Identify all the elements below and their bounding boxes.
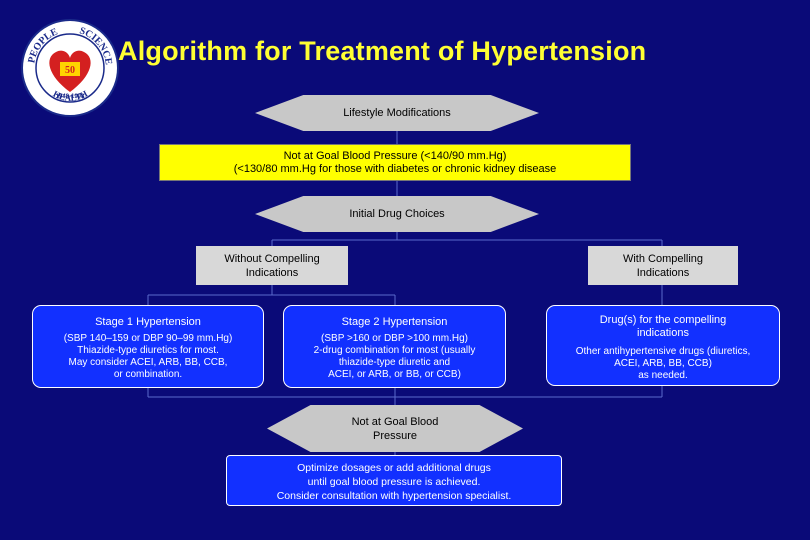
not-at-goal-blood-pressure-label: Not at Goal Blood Pressure — [351, 415, 439, 442]
not-at-goal-box: Not at Goal Blood Pressure (<140/90 mm.H… — [159, 144, 631, 181]
compelling-line: as needed. — [638, 370, 688, 381]
not-at-goal-line1: Not at Goal Blood Pressure (<140/90 mm.H… — [283, 149, 507, 162]
logo-inner-text: 50 — [65, 65, 75, 76]
with-compelling-label: With Compelling Indications — [622, 252, 704, 279]
without-compelling-box: Without Compelling Indications — [196, 246, 348, 285]
stage2-line: (SBP >160 or DBP >100 mm.Hg) — [321, 333, 468, 344]
optimize-line: Optimize dosages or add additional drugs — [297, 462, 491, 474]
logo-bottom-text: HEALTH — [51, 88, 89, 103]
stage1-line: Thiazide-type diuretics for most. — [77, 345, 219, 356]
initial-drug-choices-box: Initial Drug Choices — [255, 196, 539, 232]
compelling-title-line1: Drug(s) for the compelling — [599, 314, 727, 326]
heart-icon — [49, 50, 91, 92]
compelling-line: ACEI, ARB, BB, CCB) — [614, 358, 712, 369]
optimize-line: Consider consultation with hypertension … — [276, 490, 512, 502]
logo-years: 1948-1998 — [56, 94, 85, 100]
stage1-title: Stage 1 Hypertension — [95, 316, 201, 328]
stage1-line: or combination. — [113, 369, 183, 380]
lifestyle-modifications-box: Lifestyle Modifications — [255, 95, 539, 131]
not-at-goal-line2: (<130/80 mm.Hg for those with diabetes o… — [233, 162, 557, 175]
stage2-box: Stage 2 Hypertension (SBP >160 or DBP >1… — [283, 305, 506, 388]
stage2-line: 2-drug combination for most (usually — [313, 345, 476, 356]
lifestyle-modifications-label: Lifestyle Modifications — [343, 106, 451, 119]
optimize-box: Optimize dosages or add additional drugs… — [226, 455, 562, 506]
stage1-box: Stage 1 Hypertension (SBP 140–159 or DBP… — [32, 305, 264, 388]
optimize-line: until goal blood pressure is achieved. — [307, 476, 481, 488]
compelling-title-line2: indications — [637, 327, 689, 339]
stage2-title: Stage 2 Hypertension — [341, 316, 448, 328]
stage1-line: (SBP 140–159 or DBP 90–99 mm.Hg) — [63, 333, 233, 344]
not-at-goal-hexagon: Not at Goal Blood Pressure — [267, 405, 523, 452]
compelling-line: Other antihypertensive drugs (diuretics, — [575, 346, 751, 357]
compelling-drugs-box: Drug(s) for the compelling indications O… — [546, 305, 780, 386]
stage1-line: May consider ACEI, ARB, BB, CCB, — [68, 357, 228, 368]
without-compelling-label: Without Compelling Indications — [224, 252, 320, 279]
svg-text:HEALTH: HEALTH — [51, 88, 89, 103]
page-title: Algorithm for Treatment of Hypertension — [118, 36, 647, 66]
stage2-line: thiazide-type diuretic and — [338, 357, 451, 368]
initial-drug-choices-label: Initial Drug Choices — [349, 207, 445, 220]
stage2-line: ACEI, or ARB, or BB, or CCB) — [328, 369, 461, 380]
with-compelling-box: With Compelling Indications — [588, 246, 738, 285]
logo: PEOPLE SCIENCE HEALTH 50 1948-1998 — [21, 19, 119, 117]
